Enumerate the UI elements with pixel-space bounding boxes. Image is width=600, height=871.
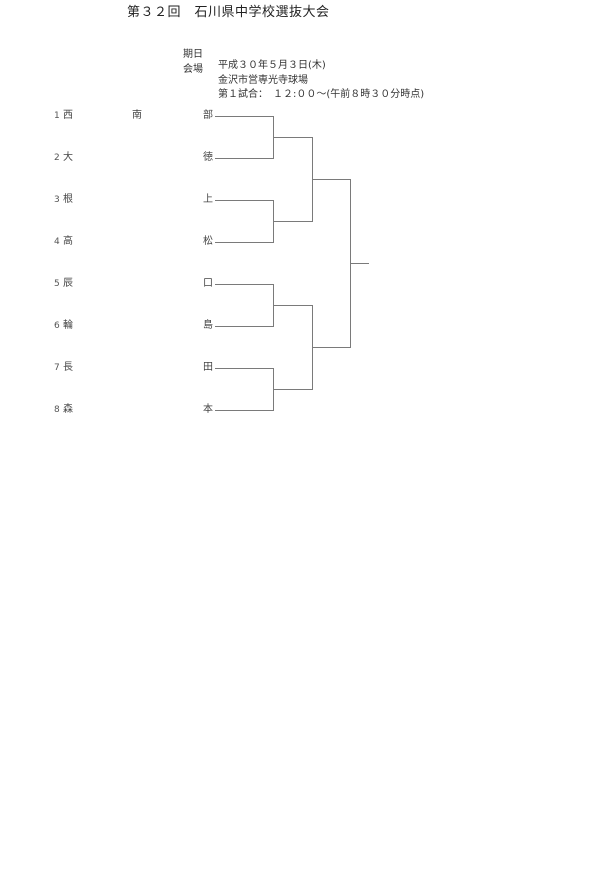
- seed-number: 2: [54, 153, 60, 163]
- seed-number: 4: [54, 237, 60, 247]
- date-value: 平成３０年５月３日(木): [218, 60, 326, 71]
- team-row: 2 大 徳: [0, 151, 230, 165]
- team-name-part: 辰: [63, 278, 73, 289]
- team-name-part: 根: [63, 194, 73, 205]
- team-name-part: 南: [132, 110, 142, 121]
- team-row: 7 長 田: [0, 361, 230, 375]
- seed-number: 5: [54, 279, 60, 289]
- team-name-part: 島: [203, 320, 213, 331]
- seed-number: 3: [54, 195, 60, 205]
- event-info: 期日 平成３０年５月３日(木) 会場 金沢市営専光寺球場 第１試合： １２:００…: [183, 34, 424, 100]
- team-name-part: 高: [63, 236, 73, 247]
- team-name-part: 上: [203, 194, 213, 205]
- team-row: 8 森 本: [0, 403, 230, 417]
- venue-label: 会場: [183, 63, 203, 75]
- info-row-date: 期日 平成３０年５月３日(木): [183, 34, 326, 71]
- page-title: 第３２回 石川県中学校選抜大会: [127, 5, 330, 20]
- first-game-value: 第１試合： １２:００～(午前８時３０分時点): [218, 89, 425, 100]
- bracket-semi-1: [273, 137, 313, 222]
- team-name-part: 松: [203, 236, 213, 247]
- team-row: 4 高 松: [0, 235, 230, 249]
- team-name-part: 部: [203, 110, 213, 121]
- team-name-part: 西: [63, 110, 73, 121]
- team-name-part: 大: [63, 152, 73, 163]
- team-row: 1 西 南 部: [0, 109, 230, 123]
- team-row: 5 辰 口: [0, 277, 230, 291]
- team-row: 3 根 上: [0, 193, 230, 207]
- info-row-venue: 会場 金沢市営専光寺球場: [183, 49, 308, 86]
- team-name-part: 口: [203, 278, 213, 289]
- bracket-final: [312, 179, 351, 348]
- team-name-part: 本: [203, 404, 213, 415]
- seed-number: 7: [54, 363, 60, 373]
- team-name-part: 長: [63, 362, 73, 373]
- team-name-part: 田: [203, 362, 213, 373]
- bracket-semi-2: [273, 305, 313, 390]
- team-name-part: 徳: [203, 152, 213, 163]
- seed-number: 8: [54, 405, 60, 415]
- team-name-part: 輪: [63, 320, 73, 331]
- info-row-first-game: 第１試合： １２:００～(午前８時３０分時点): [183, 63, 424, 100]
- date-label: 期日: [183, 49, 203, 60]
- venue-value: 金沢市営専光寺球場: [218, 74, 308, 86]
- seed-number: 6: [54, 321, 60, 331]
- seed-number: 1: [54, 111, 60, 121]
- team-name-part: 森: [63, 404, 73, 415]
- team-row: 6 輪 島: [0, 319, 230, 333]
